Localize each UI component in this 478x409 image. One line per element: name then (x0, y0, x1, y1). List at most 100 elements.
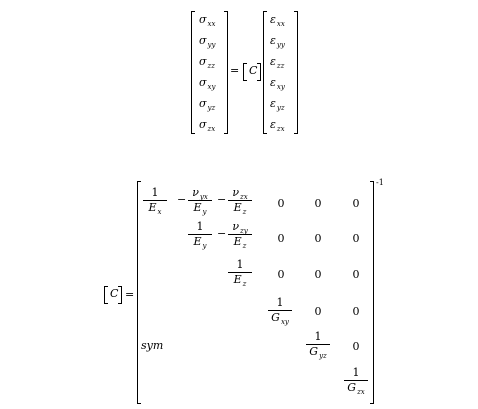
matrix-1-over-gyz-denominator-subscript: yz (319, 352, 327, 360)
matrix-1-over-ey-denominator-subscript: y (202, 242, 207, 250)
top-c-symbol: C (249, 64, 258, 77)
stress-component-symbol: σ (199, 97, 207, 110)
matrix-1-over-gyz-denominator-symbol: G (309, 345, 319, 358)
matrix-nu-yx-over-ey-denominator-symbol: E (193, 201, 202, 214)
strain-component-symbol: ε (270, 34, 276, 47)
matrix-zero: 0 (314, 305, 322, 318)
matrix-nu-zy-over-ez-numerator-symbol: ν (232, 220, 240, 233)
matrix-1-over-gyz-bar (306, 344, 330, 345)
matrix-nu-yx-over-ey-numerator: νyx (185, 186, 215, 201)
strain-component-symbol: ε (270, 97, 276, 110)
stress-component-subscript: xx (207, 20, 216, 28)
matrix-1-over-ez-denominator-symbol: E (233, 273, 242, 286)
matrix-nu-zy-over-ez-denominator-subscript: z (242, 242, 247, 250)
matrix-zero: 0 (352, 305, 360, 318)
stress-component-subscript: yz (207, 104, 216, 112)
lhs-c-right-bracket (118, 286, 122, 304)
matrix-nu-yx-over-ey-minus: − (177, 193, 187, 206)
stress-component-subscript: yy (207, 41, 216, 49)
matrix-1-over-gyz-denominator: Gyz (303, 345, 333, 360)
matrix-zero: 0 (277, 232, 285, 245)
stress-component: σzz (199, 55, 215, 70)
matrix-nu-zy-over-ez-numerator: νzy (225, 220, 255, 235)
stress-component-symbol: σ (199, 55, 207, 68)
stress-component: σxx (199, 13, 216, 28)
strain-component: εyz (270, 97, 285, 112)
strain-vector-right-bracket (294, 11, 298, 134)
matrix-nu-yx-over-ey-denominator: Ey (185, 201, 215, 216)
lhs-equals-sign: = (125, 288, 135, 301)
strain-component: εxy (270, 76, 285, 91)
matrix-nu-zy-over-ez-minus: − (217, 227, 227, 240)
matrix-1-over-ex-bar (143, 200, 167, 201)
matrix-1-over-ey-bar (188, 234, 212, 235)
matrix-1-over-gzx-denominator-symbol: G (347, 381, 357, 394)
matrix-nu-zx-over-ez-denominator: Ez (225, 201, 255, 216)
matrix-zero: 0 (352, 197, 360, 210)
stress-component-symbol: σ (199, 34, 207, 47)
matrix-1-over-gxy-denominator: Gxy (265, 311, 295, 326)
stress-vector-right-bracket (224, 11, 228, 134)
matrix-zero: 0 (314, 197, 322, 210)
matrix-zero: 0 (352, 340, 360, 353)
top-c-right-bracket (257, 63, 261, 81)
matrix-nu-zx-over-ez-numerator-subscript: zx (240, 193, 248, 201)
matrix-right-bracket (370, 181, 374, 404)
matrix-1-over-ez-denominator: Ez (225, 273, 255, 288)
top-c-left-bracket (243, 63, 247, 81)
matrix-1-over-gxy-denominator-symbol: G (271, 311, 280, 324)
matrix-zero: 0 (352, 232, 360, 245)
matrix-1-over-ez-bar (228, 272, 252, 273)
strain-component-subscript: zz (276, 62, 285, 70)
strain-vector-left-bracket (263, 11, 267, 134)
stress-component-subscript: zx (207, 125, 216, 133)
matrix-nu-yx-over-ey-numerator-subscript: yx (199, 193, 208, 201)
strain-component-subscript: xy (276, 83, 285, 91)
stress-component-symbol: σ (199, 118, 207, 131)
stress-component: σyz (199, 97, 216, 112)
inverse-exponent: -1 (376, 178, 384, 187)
matrix-1-over-ey-denominator-symbol: E (193, 235, 202, 248)
matrix-1-over-gyz-numerator: 1 (314, 330, 322, 343)
matrix-nu-zy-over-ez-numerator-subscript: zy (240, 227, 248, 235)
strain-component: εxx (270, 13, 285, 28)
matrix-1-over-ez-numerator: 1 (236, 258, 244, 271)
matrix-1-over-gxy-numerator: 1 (276, 296, 284, 309)
matrix-1-over-gzx-denominator-subscript: zx (357, 388, 365, 396)
matrix-nu-yx-over-ey-numerator-symbol: ν (192, 186, 199, 199)
matrix-nu-yx-over-ey-denominator-subscript: y (202, 208, 207, 216)
matrix-nu-zy-over-ez-denominator-symbol: E (233, 235, 242, 248)
matrix-1-over-ex-denominator-symbol: E (148, 201, 157, 214)
stress-component: σyy (199, 34, 216, 49)
matrix-zero: 0 (352, 268, 360, 281)
matrix-nu-zx-over-ez-numerator-symbol: ν (232, 186, 240, 199)
strain-component: εzz (270, 55, 285, 70)
matrix-nu-zy-over-ez-bar (228, 234, 252, 235)
matrix-1-over-ex-denominator: Ex (140, 201, 170, 216)
matrix-1-over-gxy-denominator-subscript: xy (280, 318, 289, 326)
stress-component-subscript: xy (207, 83, 216, 91)
stress-vector-left-bracket (191, 11, 195, 134)
matrix-1-over-ez-denominator-subscript: z (242, 280, 247, 288)
matrix-1-over-gxy-bar (268, 310, 292, 311)
strain-component-subscript: yz (276, 104, 285, 112)
lhs-c-symbol: C (110, 287, 119, 300)
matrix-nu-yx-over-ey-bar (188, 200, 212, 201)
matrix-1-over-ey-numerator: 1 (196, 220, 204, 233)
stress-component-symbol: σ (199, 13, 207, 26)
matrix-nu-zy-over-ez-denominator: Ez (225, 235, 255, 250)
matrix-nu-zx-over-ez-denominator-symbol: E (233, 201, 242, 214)
strain-component-symbol: ε (270, 76, 276, 89)
strain-component-symbol: ε (270, 118, 276, 131)
stress-component: σzx (199, 118, 216, 133)
strain-component-subscript: xx (276, 20, 285, 28)
symmetric-label: sym (141, 339, 164, 352)
lhs-c-left-bracket (104, 286, 108, 304)
stress-component-subscript: zz (207, 62, 215, 70)
matrix-zero: 0 (314, 232, 322, 245)
strain-component-symbol: ε (270, 13, 276, 26)
